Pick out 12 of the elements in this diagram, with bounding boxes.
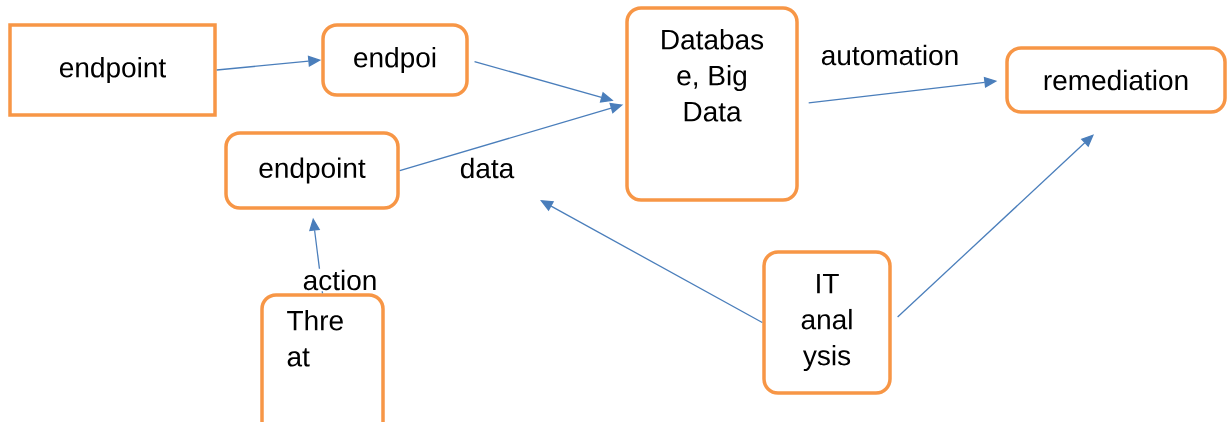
process-box: endpoint [224,131,400,210]
process-box: endpoint [8,23,217,117]
process-box: remediation [1005,46,1227,114]
process-box: Databas e, Big Data [625,6,799,202]
arrow [540,200,763,324]
edge-label: automation [819,43,961,67]
process-box: endpoi [321,23,469,97]
edge-label: action [301,268,379,292]
process-box: IT anal ysis [762,250,892,395]
arrow [896,134,1094,318]
process-box: Thre at [260,293,385,422]
edge-label: data [458,156,516,180]
